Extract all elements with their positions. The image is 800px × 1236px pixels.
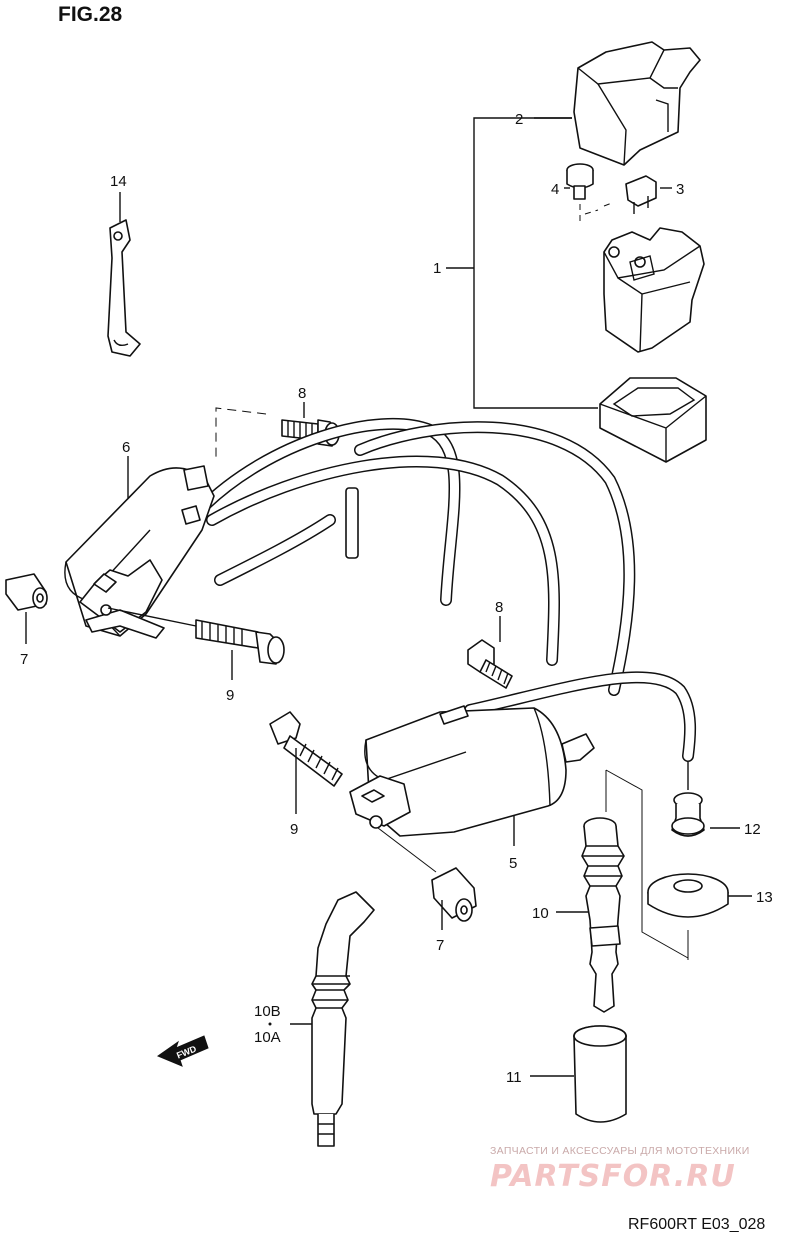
callout-2: 2 — [515, 111, 523, 128]
part-8-bolt-lower[interactable] — [467, 639, 513, 689]
part-10-plug-cap[interactable] — [581, 817, 625, 1013]
callout-13: 13 — [756, 889, 773, 906]
callout-1: 1 — [433, 260, 441, 277]
part-4-cap[interactable] — [566, 163, 594, 200]
callout-9-upper: 9 — [226, 687, 234, 704]
fwd-arrow-icon: FWD — [156, 1035, 209, 1067]
part-10ab-plug-cap[interactable] — [311, 891, 375, 1147]
callout-10b: 10B — [254, 1003, 281, 1020]
dash-leader-7-lower — [377, 827, 437, 873]
callout-7-left: 7 — [20, 651, 28, 668]
part-5-ignition-coil[interactable] — [349, 705, 595, 837]
part-11-plug-cover[interactable] — [573, 1025, 627, 1123]
part-6-ignition-coil[interactable] — [64, 465, 215, 639]
part-7-spacer-left[interactable] — [5, 573, 48, 611]
dash-leader-fuse — [579, 202, 613, 226]
callout-12: 12 — [744, 821, 761, 838]
bracket-item-1 — [473, 117, 598, 409]
callout-4: 4 — [551, 181, 559, 198]
callout-dot-10ab — [268, 1022, 272, 1026]
callout-8-lower: 8 — [495, 599, 503, 616]
callout-5: 5 — [509, 855, 517, 872]
callout-8-upper: 8 — [298, 385, 306, 402]
callout-11: 11 — [506, 1069, 522, 1086]
figure-code: RF600RT E03_028 — [628, 1216, 765, 1233]
callout-9-lower: 9 — [290, 821, 298, 838]
fwd-label: FWD — [175, 1043, 198, 1060]
callout-10a: 10A — [254, 1029, 281, 1046]
part-13-washer[interactable] — [647, 873, 729, 918]
callout-6: 6 — [122, 439, 130, 456]
part-1-relay-mount[interactable] — [599, 377, 707, 463]
part-9-bolt-lower[interactable] — [269, 711, 343, 787]
dash-leader-8-upper — [215, 407, 267, 462]
part-3-fuse[interactable] — [625, 175, 657, 214]
callout-10: 10 — [532, 905, 549, 922]
leader-plug-route — [605, 769, 689, 959]
callout-3: 3 — [676, 181, 684, 198]
watermark-tagline: ЗАПЧАСТИ И АКСЕССУАРЫ ДЛЯ МОТОТЕХНИКИ — [490, 1145, 750, 1157]
part-2-relay-cover[interactable] — [573, 41, 701, 166]
part-7-spacer-lower[interactable] — [431, 867, 477, 922]
part-9-bolt-upper[interactable] — [107, 607, 285, 665]
ignition-wires — [194, 418, 697, 762]
watermark-brand: PARTSFOR.RU — [490, 1159, 736, 1194]
figure-title: FIG.28 — [58, 3, 123, 26]
part-14-clamp[interactable] — [107, 219, 141, 357]
callout-7-lower: 7 — [436, 937, 444, 954]
part-12-grommet[interactable] — [671, 792, 705, 837]
part-1-starter-relay[interactable] — [603, 227, 705, 353]
callout-14: 14 — [110, 173, 127, 190]
